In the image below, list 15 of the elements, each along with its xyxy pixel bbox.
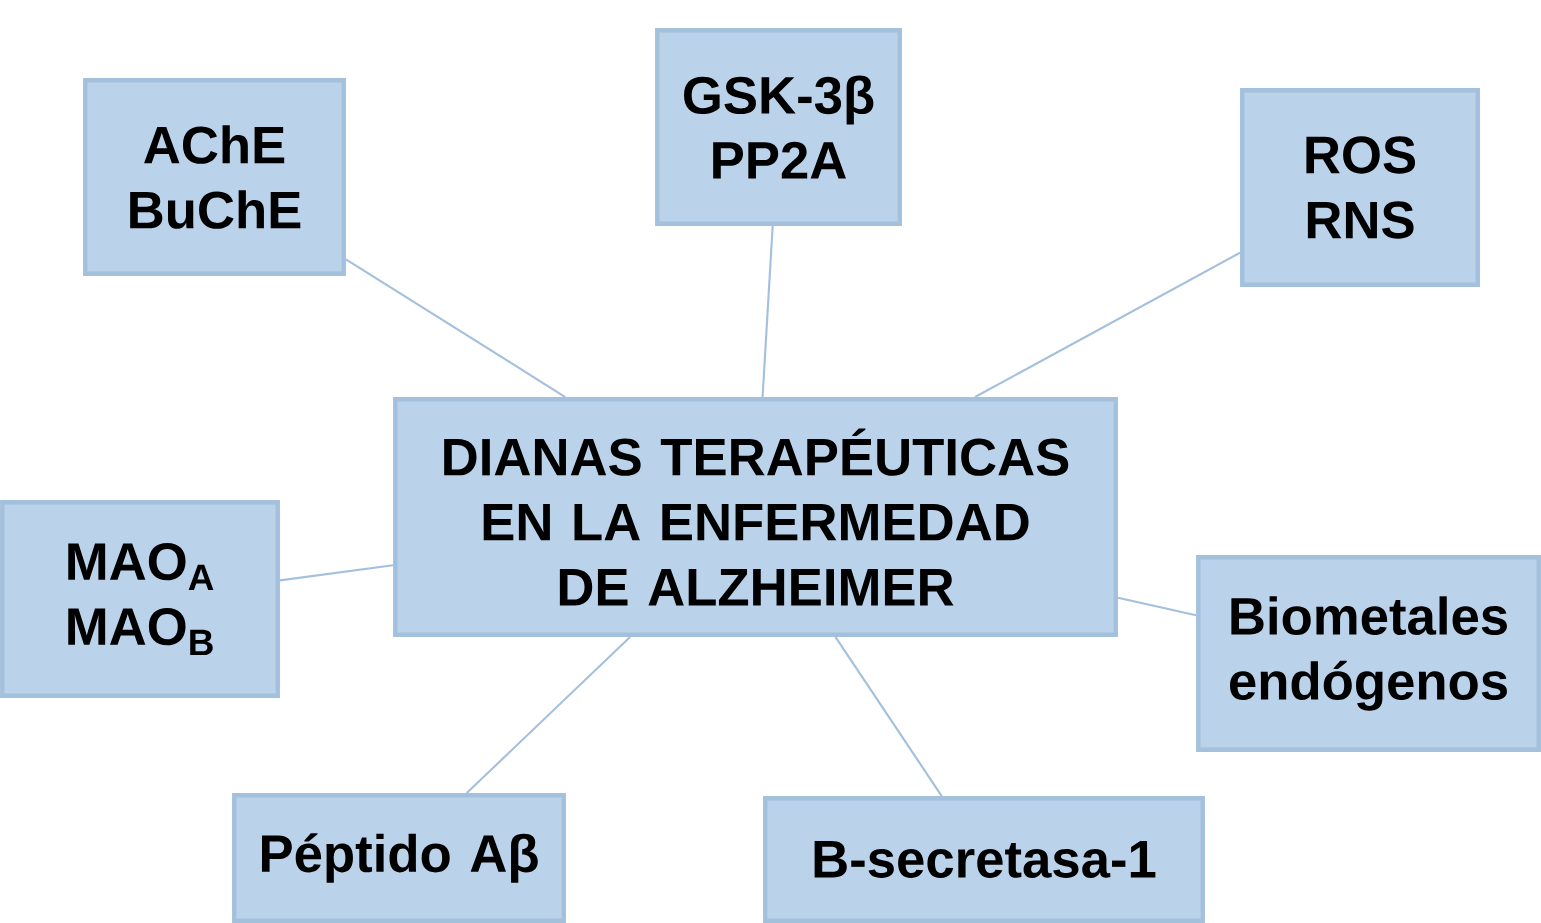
target-box: DIANAS TERAPÉUTICAS EN LA ENFERMEDAD DE ALZHEIMER [393, 397, 1118, 637]
connector-line [761, 225, 774, 398]
target-box: Péptido Aβ [232, 793, 566, 923]
connector-line [279, 564, 394, 582]
target-box: GSK-3β PP2A [655, 28, 902, 226]
connector-line [834, 636, 943, 797]
target-box: ROS RNS [1240, 88, 1480, 287]
connector-line [1117, 596, 1197, 617]
connector-line [974, 251, 1241, 398]
target-box: Biometales endógenos [1196, 555, 1541, 752]
target-box: AChE BuChE [83, 78, 346, 276]
connector-line [345, 258, 566, 398]
target-box: MAO$_{A}$ MAO$_{B}$ [0, 500, 280, 698]
connector-line [466, 636, 631, 794]
target-box: B-secretasa-1 [763, 796, 1205, 923]
